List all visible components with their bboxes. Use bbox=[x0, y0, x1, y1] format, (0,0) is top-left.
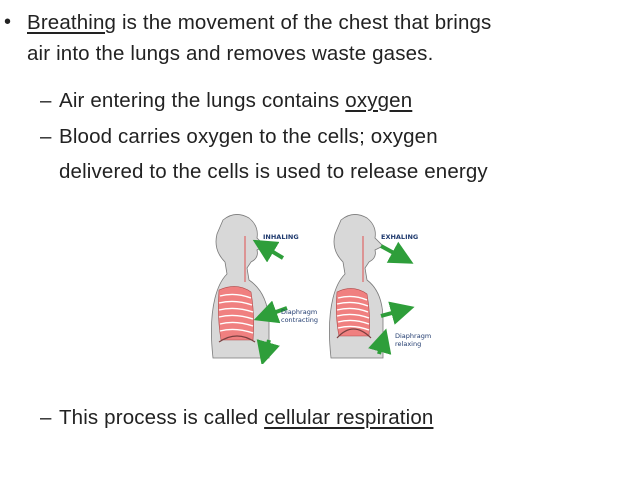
main-point-line-1-rest: is the movement of the chest that brings bbox=[116, 11, 492, 34]
sub-point-2-dash: – bbox=[40, 125, 52, 148]
exhaling-caption-line-2: relaxing bbox=[395, 340, 421, 348]
sub-point-3: This process is called cellular respirat… bbox=[59, 405, 433, 430]
exhaling-chest-arrow bbox=[380, 301, 415, 325]
exhaling-diaphragm-arrow bbox=[368, 328, 392, 355]
inhaling-lungs bbox=[218, 286, 254, 341]
inhaling-caption-line-2: contracting bbox=[281, 316, 318, 324]
bullet-marker: • bbox=[4, 11, 12, 33]
exhaling-body-silhouette bbox=[329, 214, 384, 359]
term-cellular-respiration: cellular respiration bbox=[264, 406, 434, 429]
inhaling-label: INHALING bbox=[263, 233, 299, 241]
sub-point-1: Air entering the lungs contains oxygen bbox=[59, 88, 412, 113]
exhaling-air-arrow bbox=[380, 241, 414, 264]
inhaling-caption-line-1: Diaphragm bbox=[281, 308, 317, 316]
exhaling-caption-line-1: Diaphragm bbox=[395, 332, 431, 340]
exhaling-ribs bbox=[336, 295, 370, 331]
main-point-line-1: Breathing is the movement of the chest t… bbox=[27, 10, 491, 35]
inhaling-air-arrow bbox=[252, 239, 285, 263]
inhaling-ribs bbox=[218, 293, 254, 334]
sub-point-3-text: This process is called bbox=[59, 406, 265, 429]
term-oxygen: oxygen bbox=[345, 89, 413, 112]
main-point-line-2: air into the lungs and removes waste gas… bbox=[27, 42, 434, 65]
exhaling-diaphragm bbox=[336, 328, 372, 339]
inhaling-figure: INHALING Diaphragm contracting bbox=[211, 214, 318, 364]
sub-point-3-dash: – bbox=[40, 406, 52, 429]
exhaling-lungs bbox=[336, 288, 370, 337]
sub-point-1-text: Air entering the lungs contains bbox=[59, 89, 346, 112]
inhaling-diaphragm bbox=[218, 335, 256, 343]
exhaling-label: EXHALING bbox=[381, 233, 418, 241]
inhaling-chest-arrow bbox=[253, 300, 288, 324]
sub-point-2-line-1: Blood carries oxygen to the cells; oxyge… bbox=[59, 125, 438, 148]
sub-point-2-line-2: delivered to the cells is used to releas… bbox=[59, 160, 488, 183]
breathing-diagram: INHALING Diaphragm contracting EXHALING … bbox=[211, 214, 431, 364]
inhaling-diaphragm-arrow bbox=[256, 339, 280, 364]
term-breathing: Breathing bbox=[27, 11, 117, 34]
sub-point-1-dash: – bbox=[40, 89, 52, 112]
exhaling-figure: EXHALING Diaphragm relaxing bbox=[329, 214, 431, 359]
